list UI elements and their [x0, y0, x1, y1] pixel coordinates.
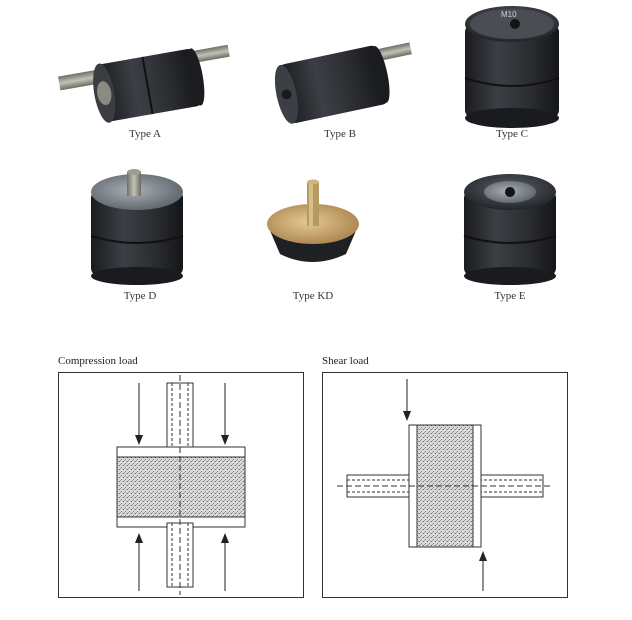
product-type-a: Type A [55, 20, 235, 140]
product-type-b: Type B [255, 20, 425, 140]
product-type-e: Type E [460, 168, 570, 308]
type-c-stamp: M10 [501, 10, 517, 19]
type-a-caption: Type A [129, 128, 161, 140]
type-a-photo [58, 44, 230, 123]
type-c-photo [464, 6, 560, 128]
type-d-photo [90, 169, 184, 285]
type-c-caption: Type C [496, 128, 528, 140]
type-b-caption: Type B [324, 128, 356, 140]
type-e-caption: Type E [494, 290, 526, 302]
shear-load-diagram [322, 372, 568, 598]
type-d-caption: Type D [123, 290, 157, 302]
product-type-d: Type D [85, 168, 195, 308]
shear-load-label: Shear load [322, 355, 369, 367]
product-type-c: M10 Type C [455, 2, 575, 142]
type-kd-caption: Type KD [292, 290, 334, 302]
compression-load-label: Compression load [58, 355, 138, 367]
product-type-kd: Type KD [260, 178, 370, 308]
type-kd-photo [267, 179, 359, 262]
compression-load-diagram [58, 372, 304, 598]
type-e-photo [463, 174, 557, 285]
type-b-photo [274, 42, 412, 124]
